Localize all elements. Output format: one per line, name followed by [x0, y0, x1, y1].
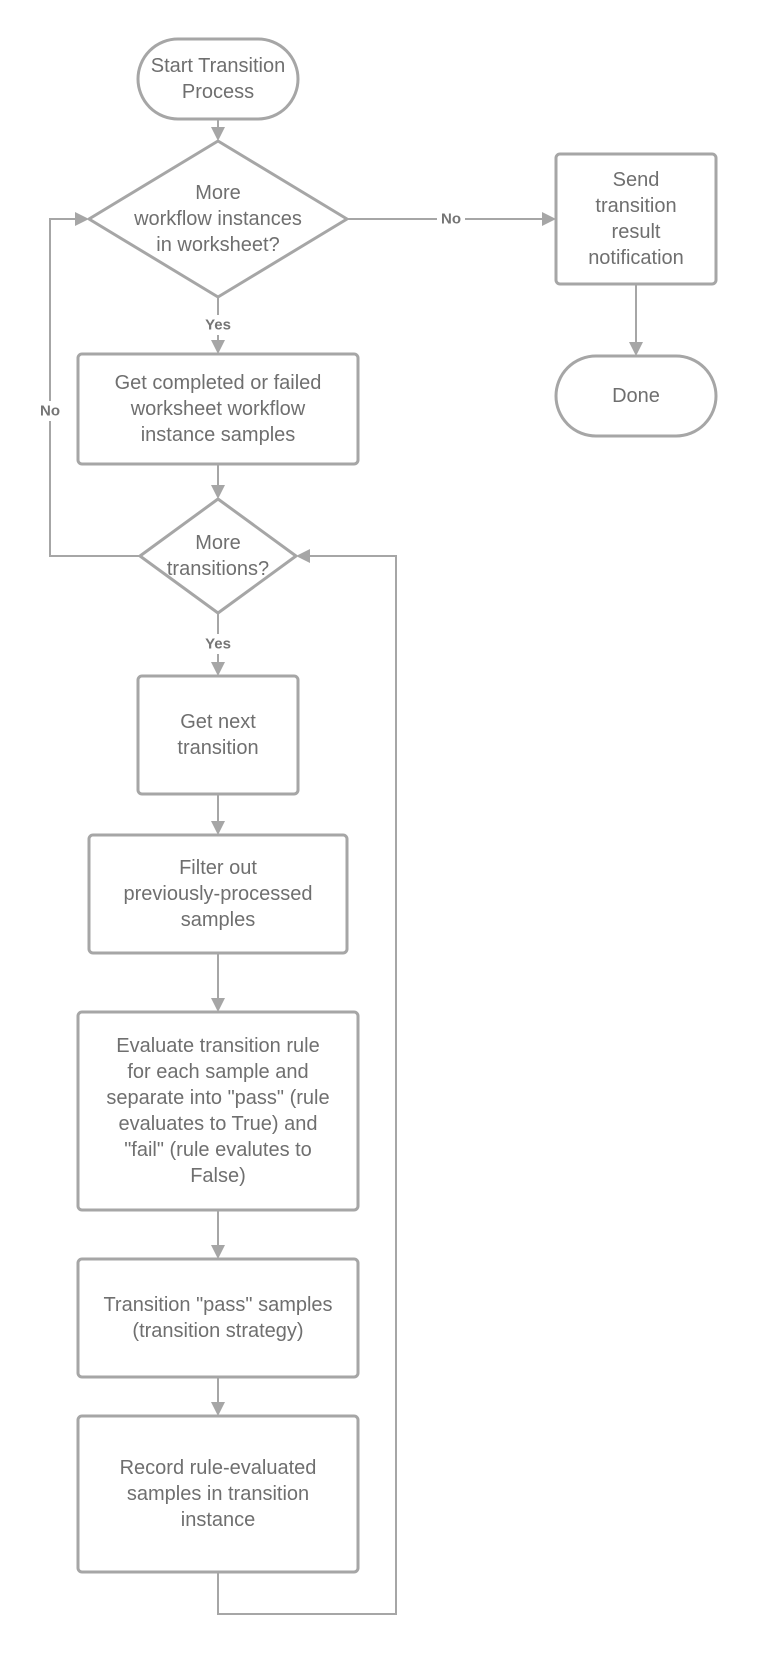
- node-text-line: instance samples: [141, 424, 296, 446]
- edge-label-text: No: [40, 403, 60, 420]
- node-filter: Filter out previously-processed samples: [87, 833, 349, 955]
- arrowhead: [211, 821, 225, 835]
- edge-filter-to-evaluate: [211, 953, 225, 1012]
- process-shape: [554, 152, 718, 286]
- edge-label-yes: Yes: [199, 634, 237, 654]
- node-text-line: in worksheet?: [156, 234, 279, 256]
- arrowhead: [211, 485, 225, 499]
- edge-label-background: [199, 315, 237, 335]
- process-shape: [76, 352, 360, 466]
- arrowhead: [211, 662, 225, 676]
- decision-shape: [87, 139, 349, 299]
- node-text-line: Send: [613, 169, 660, 191]
- node-text-line: Start Transition: [151, 55, 286, 77]
- process-shape: [76, 1414, 360, 1574]
- arrowhead: [296, 549, 310, 563]
- arrowhead: [542, 212, 556, 226]
- node-text-line: samples in transition: [127, 1483, 309, 1505]
- edge-record-to-more_trans: [217, 549, 397, 1615]
- node-get-next: Get next transition: [136, 674, 300, 796]
- edge-label-text: Yes: [205, 636, 231, 653]
- edge-transition_pass-to-record: [211, 1377, 225, 1416]
- node-transition-pass: Transition "pass" samples (transition str…: [76, 1257, 360, 1379]
- node-text-line: Done: [612, 385, 660, 407]
- node-get-samples: Get completed or failed worksheet workflo…: [76, 352, 360, 466]
- node-text-line: samples: [181, 909, 255, 931]
- node-text-line: (transition strategy): [132, 1320, 303, 1342]
- edge-label-background: [199, 634, 237, 654]
- edge-send_notif-to-done: [629, 284, 643, 356]
- edge-label-text: Yes: [205, 317, 231, 334]
- node-text-line: Evaluate transition rule: [116, 1035, 319, 1057]
- node-text-line: notification: [588, 247, 684, 269]
- node-more-trans: More transitions?: [138, 497, 298, 615]
- node-text-line: previously-processed: [124, 883, 313, 905]
- process-shape: [87, 833, 349, 955]
- node-text-line: transitions?: [167, 558, 269, 580]
- node-text-line: transition: [595, 195, 676, 217]
- node-text-line: Transition "pass" samples: [103, 1294, 332, 1316]
- node-text-line: Process: [182, 81, 254, 103]
- process-shape: [136, 674, 300, 796]
- edge-line: [49, 218, 140, 557]
- terminal-shape: [554, 354, 718, 438]
- terminal-shape: [136, 37, 300, 121]
- edge-line: [217, 555, 397, 1615]
- arrowhead: [75, 212, 89, 226]
- edge-get_next-to-filter: [211, 794, 225, 835]
- arrowhead: [629, 342, 643, 356]
- node-text-line: False): [190, 1165, 246, 1187]
- edge-label-text: No: [441, 211, 461, 228]
- arrowhead: [211, 127, 225, 141]
- node-evaluate: Evaluate transition rule for each sample …: [76, 1010, 360, 1212]
- decision-shape: [138, 497, 298, 615]
- node-text-line: More: [195, 532, 241, 554]
- edge-label-no: No: [437, 209, 465, 229]
- edge-label-no: No: [36, 401, 64, 421]
- edge-get_samples-to-more_trans: [211, 464, 225, 499]
- node-text-line: worksheet workflow: [130, 398, 306, 420]
- edge-label-background: [36, 401, 64, 421]
- node-send-notif: Send transition result notification: [554, 152, 718, 286]
- arrowhead: [211, 998, 225, 1012]
- node-text-line: workflow instances: [133, 208, 302, 230]
- arrowhead: [211, 1402, 225, 1416]
- node-text-line: for each sample and: [127, 1061, 308, 1083]
- arrowhead: [211, 1245, 225, 1259]
- node-text-line: instance: [181, 1509, 256, 1531]
- node-text-line: Get next: [180, 711, 256, 733]
- node-text-line: More: [195, 182, 241, 204]
- node-more-wf: More workflow instances in worksheet?: [87, 139, 349, 299]
- node-text-line: transition: [177, 737, 258, 759]
- node-text-line: Record rule-evaluated: [120, 1457, 317, 1479]
- edge-evaluate-to-transition_pass: [211, 1210, 225, 1259]
- node-text-line: Filter out: [179, 857, 257, 879]
- process-shape: [76, 1010, 360, 1212]
- edge-label-yes: Yes: [199, 315, 237, 335]
- edge-more_trans-to-more_wf: [49, 212, 140, 557]
- process-shape: [76, 1257, 360, 1379]
- arrowhead: [211, 340, 225, 354]
- edge-start-to-more_wf: [211, 119, 225, 141]
- node-text-line: separate into "pass" (rule: [106, 1087, 329, 1109]
- node-text-line: evaluates to True) and: [118, 1113, 317, 1135]
- edge-label-background: [437, 209, 465, 229]
- node-text-line: "fail" (rule evalutes to: [124, 1139, 312, 1161]
- node-done: Done: [554, 354, 718, 438]
- node-text-line: result: [612, 221, 661, 243]
- node-text-line: Get completed or failed: [115, 372, 322, 394]
- node-record: Record rule-evaluated samples in transiti…: [76, 1414, 360, 1574]
